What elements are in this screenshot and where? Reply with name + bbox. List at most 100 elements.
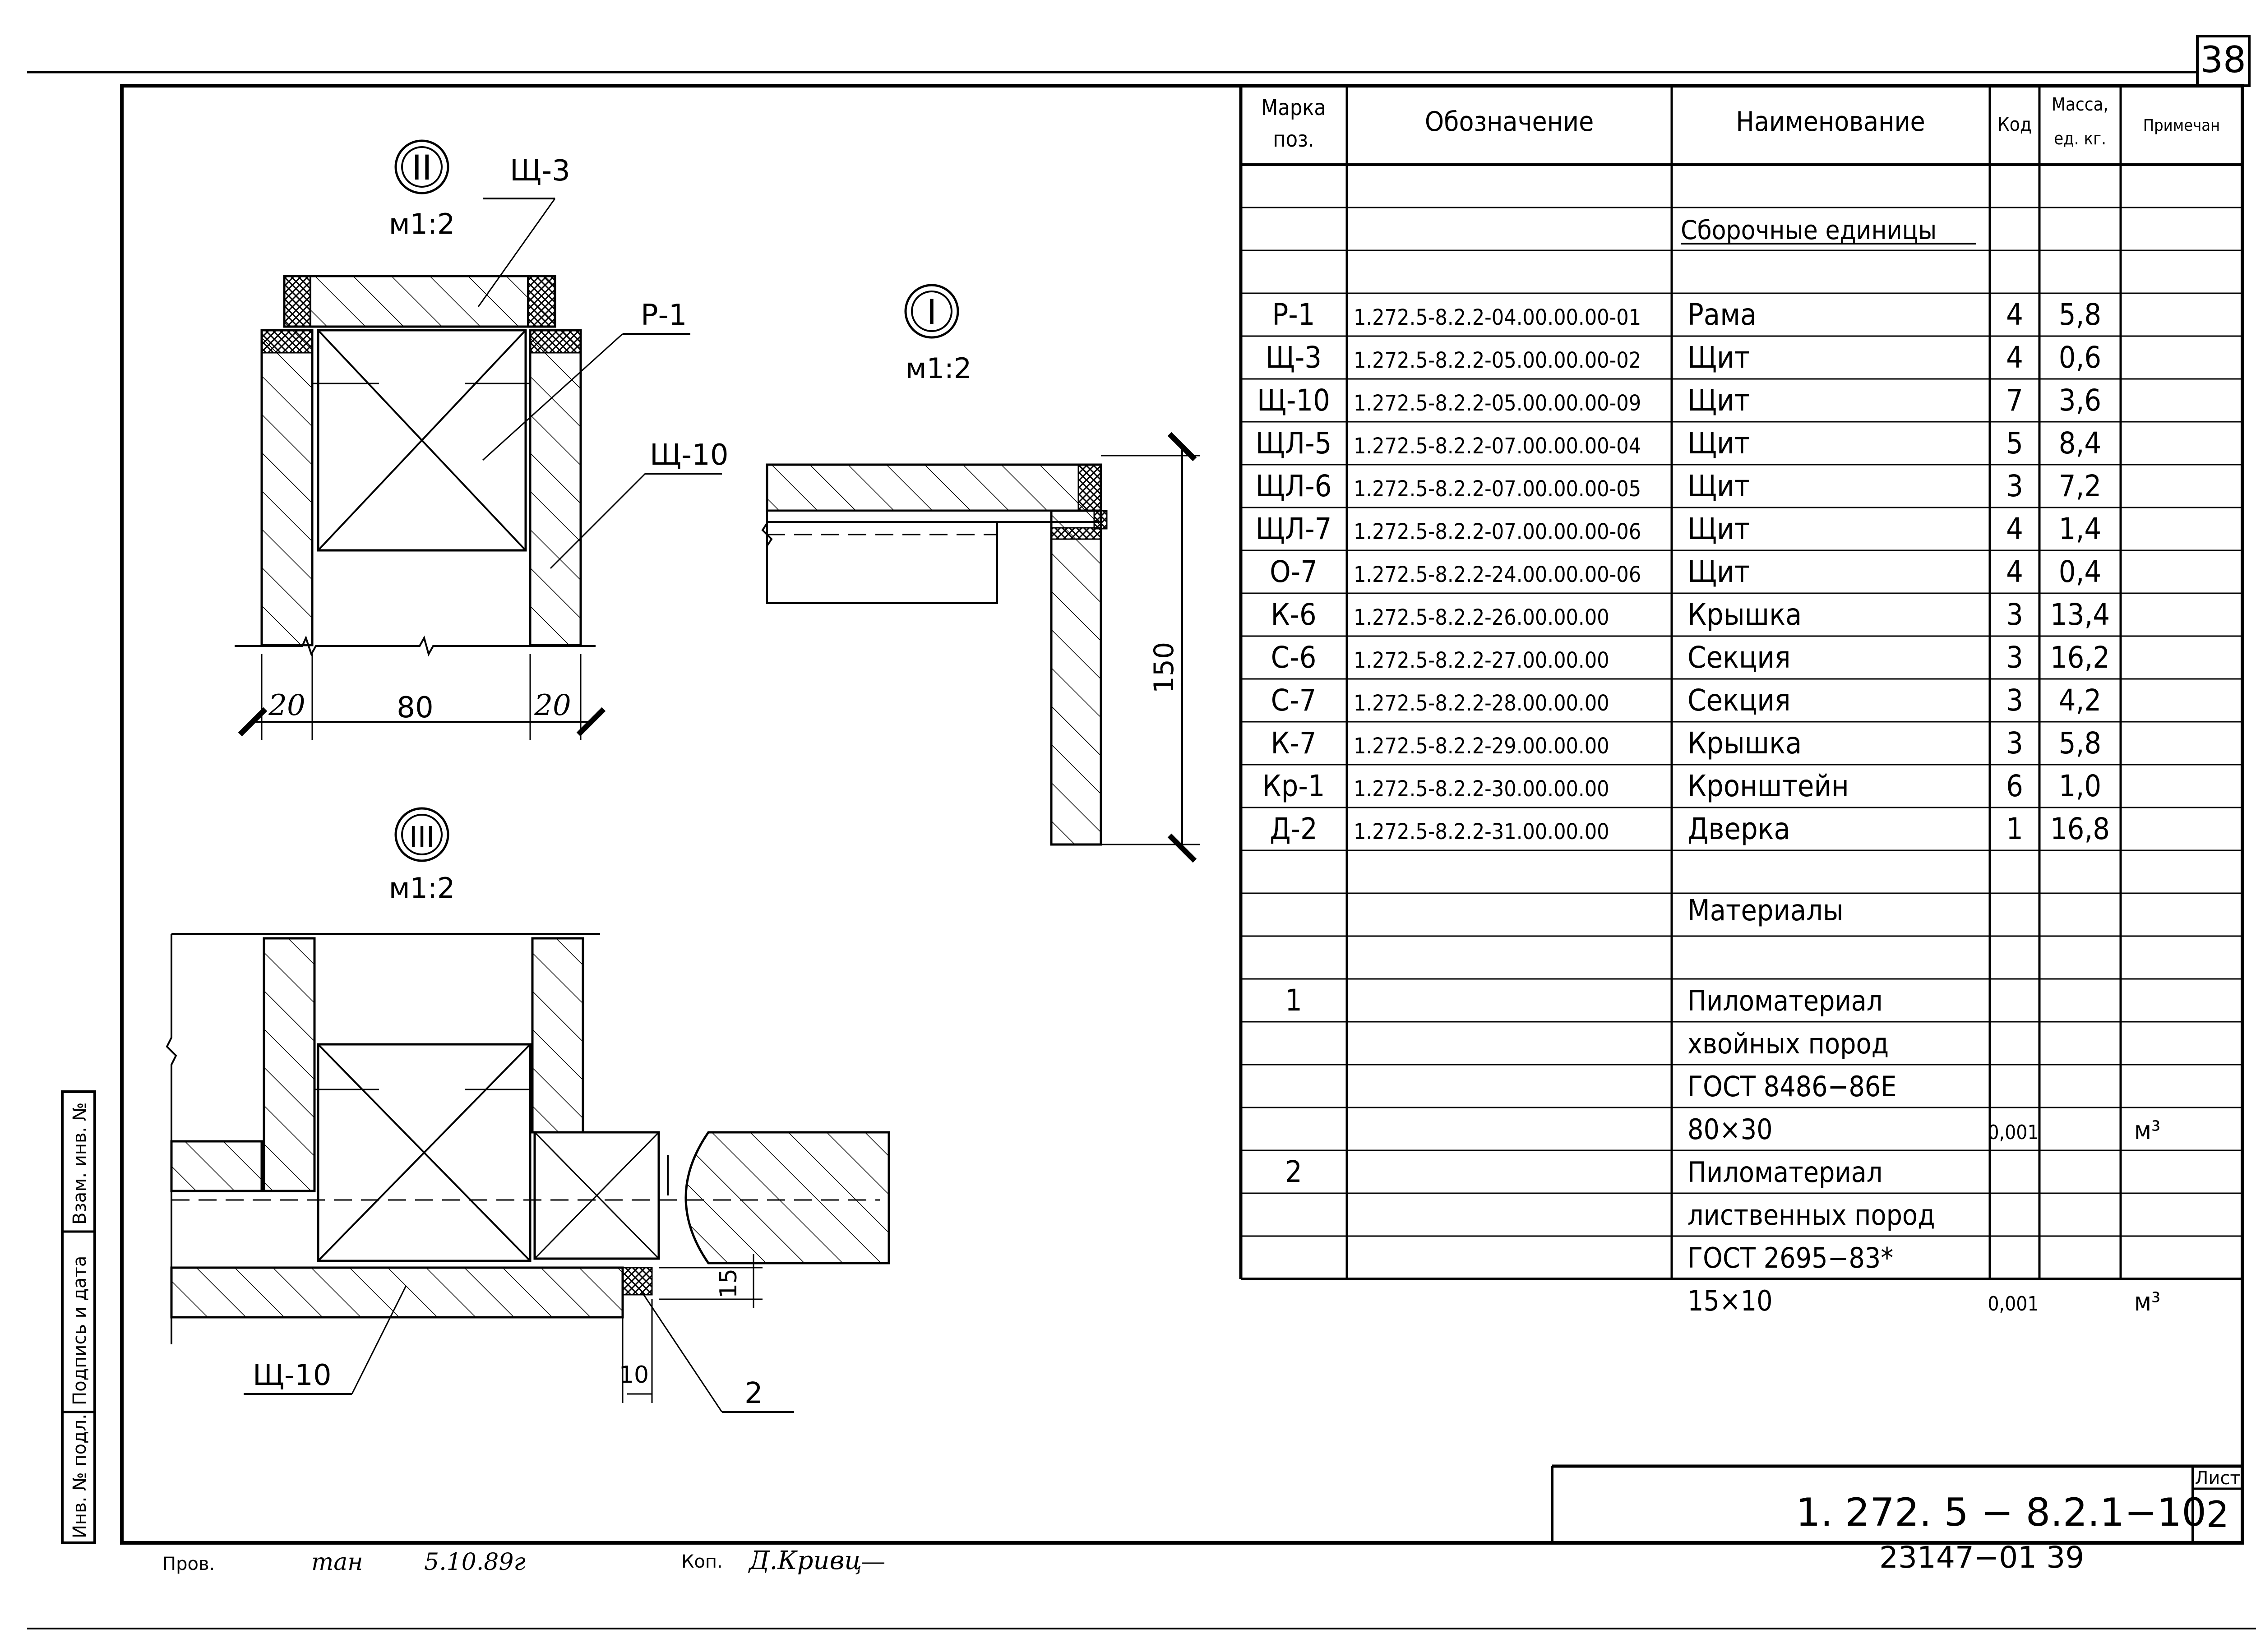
spec-name: Дверка [1687,812,1790,846]
footer: Пров. тан 5.10.89г Коп. Д.Кривц [162,1546,884,1576]
spec-mark: Кр-1 [1262,769,1325,803]
spec-mass: 3,6 [2059,383,2101,418]
spec-mark: С-6 [1271,640,1317,675]
header-mark-2: поз. [1273,127,1314,152]
spec-code: 1.272.5-8.2.2-29.00.00.00 [1354,734,1609,759]
spec-mark: Щ-3 [1266,340,1322,375]
spec-name: Щит [1687,512,1750,546]
spec-qty: 3 [2006,640,2023,675]
stamp-inv: Инв. № подл. [69,1414,90,1538]
spec-code: 1.272.5-8.2.2-24.00.00.00-06 [1354,562,1641,587]
spec-qty: 4 [2006,512,2023,546]
archive-number: 23147−01 39 [1879,1540,2084,1575]
material-mark: 2 [1285,1154,1302,1189]
spec-mark: Д-2 [1270,812,1318,846]
left-stamp: Инв. № подл. Подпись и дата Взам. инв. № [61,1090,96,1544]
spec-mass: 16,8 [2050,812,2110,846]
view-I-numeral: I [927,292,937,332]
sheet-number-box: 38 [2196,35,2251,87]
spec-mark: ЩЛ-5 [1256,426,1332,461]
label-shch3: Щ-3 [510,154,570,188]
spec-name: Щит [1687,383,1750,418]
top-board [766,463,1102,512]
spec-mass: 7,2 [2059,469,2101,503]
spec-qty: 3 [2006,726,2023,761]
spec-code: 1.272.5-8.2.2-07.00.00.00-05 [1354,476,1641,502]
list-number: 2 [2206,1494,2229,1536]
dim-20-left: 20 [268,689,305,722]
section-assembly: Сборочные единицы [1681,215,1937,245]
spec-qty: 4 [2006,554,2023,589]
spec-qty: 5 [2006,426,2023,461]
cap-shield [283,275,556,328]
spec-code: 1.272.5-8.2.2-26.00.00.00 [1354,605,1609,630]
side-board [1050,509,1102,846]
spec-mass: 16,2 [2050,640,2110,675]
label-shch10: Щ-10 [650,438,729,472]
spec-name: Секция [1687,683,1791,718]
header-mass-2: ед. кг. [2054,129,2106,148]
spec-mass: 5,8 [2059,726,2101,761]
spec-qty: 1 [2006,812,2023,846]
dim-150: 150 [1148,642,1180,694]
header-designation: Обозначение [1425,106,1594,138]
material-line: 15×10 [1687,1284,1773,1317]
header-mass: Масса, [2052,94,2108,115]
material-qty: 0,001 [1988,1121,2039,1144]
stamp-sign: Подпись и дата [69,1256,90,1405]
section-materials: Материалы [1687,894,1843,928]
material-line: Пиломатериал [1687,1156,1883,1189]
spec-qty: 3 [2006,683,2023,718]
spec-mass: 13,4 [2050,597,2110,632]
spec-qty: 3 [2006,469,2023,503]
material-line: ГОСТ 2695−83* [1687,1241,1893,1274]
spec-qty: 7 [2006,383,2023,418]
spec-name: Щит [1687,554,1750,589]
spec-code: 1.272.5-8.2.2-28.00.00.00 [1354,691,1609,716]
header-name: Наименование [1736,106,1925,138]
material-line: 80×30 [1687,1113,1773,1146]
spec-name: Секция [1687,640,1791,675]
right-wall [529,329,582,646]
spec-mark: С-7 [1271,683,1317,718]
view-II-scale: м1:2 [389,208,455,240]
spec-mark: К-6 [1271,597,1316,632]
material-mark: 1 [1285,983,1302,1018]
checked-sign: тан [311,1549,363,1576]
stamp-replace: Взам. инв. № [69,1102,90,1225]
header-mark: Марка [1261,95,1326,120]
spec-name: Кронштейн [1687,769,1849,803]
material-qty: 0,001 [1988,1292,2039,1315]
spec-code: 1.272.5-8.2.2-07.00.00.00-04 [1354,434,1641,459]
dim-15: 15 [715,1269,742,1298]
checked-date: 5.10.89г [424,1549,526,1576]
dim-80: 80 [397,691,433,724]
left-wall [260,329,314,646]
spec-mark: ЩЛ-7 [1256,512,1332,546]
spec-name: Щит [1687,426,1750,461]
spec-qty: 6 [2006,769,2023,803]
spec-mass: 1,0 [2059,769,2101,803]
material-unit: м³ [2134,1287,2160,1317]
view-II-numeral: II [412,148,432,188]
view-III-scale: м1:2 [389,872,455,904]
spec-code: 1.272.5-8.2.2-07.00.00.00-06 [1354,519,1641,545]
label-2: 2 [744,1377,763,1410]
material-line: лиственных пород [1687,1199,1935,1232]
spec-mass: 8,4 [2059,426,2101,461]
spec-qty: 4 [2006,297,2023,332]
spec-mass: 0,4 [2059,554,2101,589]
spec-mark: К-7 [1271,726,1316,761]
dim-20-right: 20 [534,689,571,722]
view-III: III м1:2 Щ-10 2 10 [166,807,890,1413]
spec-mark: ЩЛ-6 [1256,469,1332,503]
spec-mass: 5,8 [2059,297,2101,332]
copy-sign: Д.Кривц [748,1546,862,1575]
view-II: II м1:2 Щ-3 Р-1 Щ-10 20 80 [235,139,729,740]
spec-name: Рама [1687,297,1757,332]
spec-name: Крышка [1687,597,1802,632]
view-I-scale: м1:2 [906,352,972,385]
material-unit: м³ [2134,1116,2160,1145]
